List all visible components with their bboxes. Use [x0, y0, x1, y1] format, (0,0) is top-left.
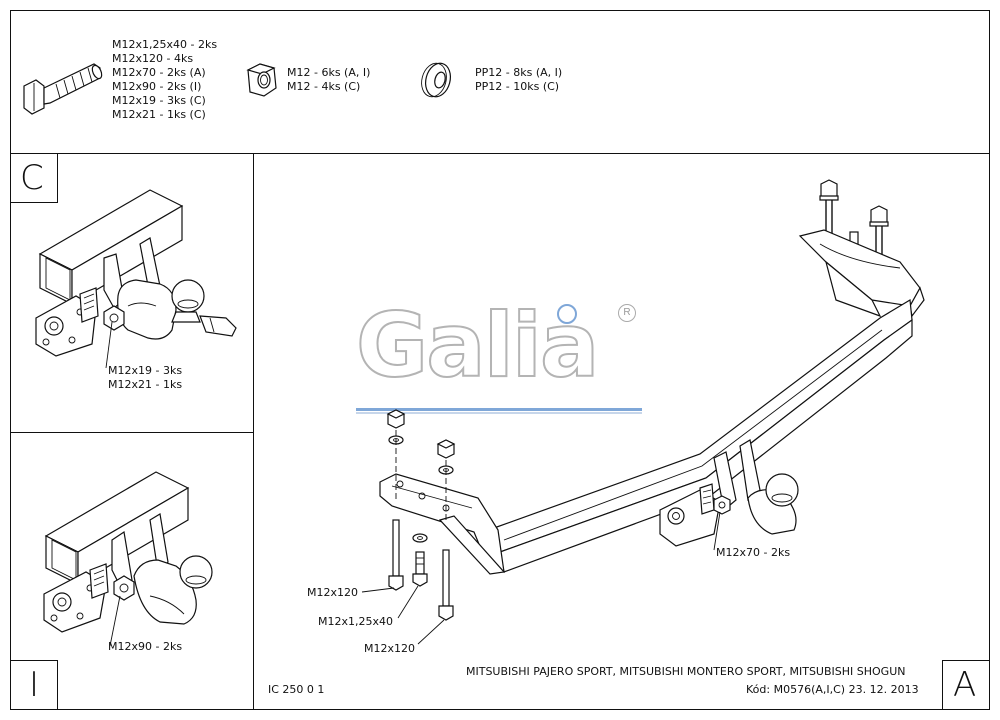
side-panel-split	[10, 432, 254, 433]
bolt-spec: M12x90 - 2ks (I)	[112, 80, 202, 93]
logo-underline	[356, 408, 642, 411]
logo-underline-shadow	[356, 412, 642, 414]
vehicle-list: MITSUBISHI PAJERO SPORT, MITSUBISHI MONT…	[466, 665, 906, 678]
side-panel-divider	[253, 153, 254, 710]
doc-code: IC 250 0 1	[268, 683, 325, 696]
panel-a-letter-box	[942, 660, 990, 710]
bolt-spec: M12x120 - 4ks	[112, 52, 194, 65]
outer-frame	[10, 10, 990, 710]
header-divider	[10, 153, 990, 154]
code-date-line: Kód: M0576(A,I,C) 23. 12. 2013	[746, 683, 919, 696]
panel-c-label: M12x19 - 3ks	[108, 364, 183, 377]
bolt-spec: M12x21 - 1ks (C)	[112, 108, 206, 121]
panel-c-hitch-drawing	[35, 189, 237, 369]
nut-icon	[246, 63, 277, 97]
logo-dot	[557, 304, 577, 324]
panel-i-letter: I	[29, 665, 40, 705]
bolt-spec: M12x70 - 2ks (A)	[112, 66, 206, 79]
washer-spec: PP12 - 10ks (C)	[475, 80, 560, 93]
bolt-icon	[23, 63, 103, 115]
main-hitch-drawing	[361, 179, 925, 645]
washer-spec: PP12 - 8ks (A, I)	[475, 66, 563, 79]
panel-c-label: M12x21 - 1ks	[108, 378, 183, 391]
panel-a-letter: A	[953, 665, 977, 705]
callout-bolt-long-1: M12x120	[307, 586, 358, 599]
panel-i-label: M12x90 - 2ks	[108, 640, 183, 653]
galia-logo: Galia R	[355, 295, 646, 414]
callout-bolt-short: M12x1,25x40	[318, 615, 393, 628]
washer-icon	[421, 62, 451, 98]
callout-bolt-long-2: M12x120	[364, 642, 415, 655]
panel-c-letter: C	[20, 158, 44, 198]
nut-spec: M12 - 6ks (A, I)	[287, 66, 371, 79]
callout-ball-bolts: M12x70 - 2ks	[716, 546, 791, 559]
bolt-spec: M12x1,25x40 - 2ks	[112, 38, 218, 51]
registered-mark: R	[618, 304, 636, 322]
panel-i-hitch-drawing	[43, 471, 213, 647]
bolt-spec: M12x19 - 3ks (C)	[112, 94, 206, 107]
panel-i-letter-box	[10, 660, 58, 710]
panel-c-letter-box	[10, 153, 58, 203]
nut-spec: M12 - 4ks (C)	[287, 80, 361, 93]
